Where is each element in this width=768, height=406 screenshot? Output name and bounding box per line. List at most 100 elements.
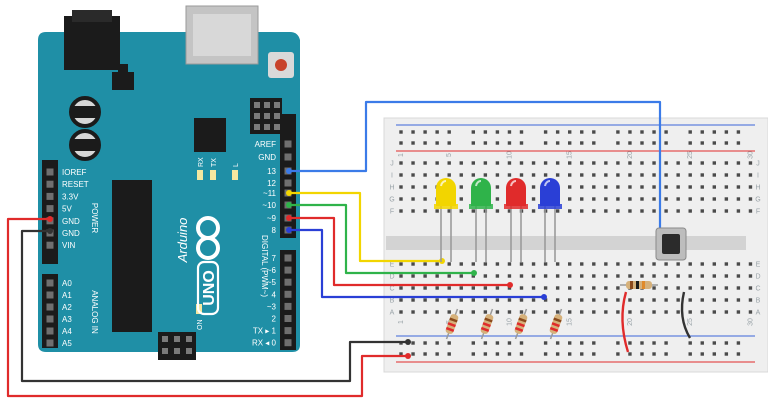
digital-pin-label: 4 xyxy=(272,290,277,299)
terminal-hole xyxy=(459,173,463,177)
rail-hole xyxy=(616,141,620,145)
terminal-hole xyxy=(447,274,451,278)
power-pin[interactable] xyxy=(46,241,54,249)
row-letter: D xyxy=(389,274,394,281)
terminal-hole xyxy=(459,185,463,189)
blue-wire-endpoint xyxy=(541,294,547,300)
digital-pin[interactable] xyxy=(284,290,292,298)
led-lens xyxy=(471,178,491,206)
row-letter: F xyxy=(390,209,394,216)
rail-hole xyxy=(568,341,572,345)
row-letter: C xyxy=(755,286,760,293)
terminal-hole xyxy=(568,298,572,302)
digital-pin-label: TX ▸ 1 xyxy=(253,327,277,336)
terminal-hole xyxy=(543,173,548,177)
analog-pin[interactable] xyxy=(46,303,54,311)
terminal-hole xyxy=(628,262,632,266)
rail-hole xyxy=(700,341,704,345)
terminal-hole xyxy=(652,274,656,278)
terminal-hole xyxy=(688,298,692,302)
terminal-hole xyxy=(519,262,524,266)
terminal-hole xyxy=(411,161,415,165)
power-pin[interactable] xyxy=(46,205,54,213)
terminal-hole xyxy=(580,310,584,314)
terminal-hole xyxy=(664,185,668,189)
terminal-hole xyxy=(447,209,451,213)
terminal-hole xyxy=(640,197,644,201)
pin13-endpoint xyxy=(286,168,292,174)
terminal-hole xyxy=(736,310,741,314)
analog-pin-label: A1 xyxy=(62,291,72,300)
dc-power-jack xyxy=(64,16,120,70)
digital-pin[interactable] xyxy=(284,278,292,286)
digital-pin[interactable] xyxy=(284,266,292,274)
pushbutton[interactable] xyxy=(655,227,687,261)
digital-pin[interactable] xyxy=(284,153,292,161)
terminal-hole xyxy=(580,286,584,290)
digital-pin[interactable] xyxy=(284,254,292,262)
terminal-hole xyxy=(712,310,716,314)
power-pin[interactable] xyxy=(46,180,54,188)
terminal-hole xyxy=(664,161,668,165)
analog-pin[interactable] xyxy=(46,315,54,323)
digital-pin[interactable] xyxy=(284,179,292,187)
column-number: 30 xyxy=(747,151,754,159)
analog-pin[interactable] xyxy=(46,339,54,347)
capacitor-2-band xyxy=(71,139,99,151)
rail-hole xyxy=(664,130,668,134)
terminal-hole xyxy=(423,161,427,165)
rail-hole xyxy=(435,341,439,345)
rail-hole xyxy=(664,341,668,345)
power-pin[interactable] xyxy=(46,168,54,176)
rail-hole xyxy=(543,352,548,356)
terminal-hole xyxy=(724,262,729,266)
power-pin[interactable] xyxy=(46,192,54,200)
terminal-hole xyxy=(736,185,741,189)
terminal-hole xyxy=(628,310,632,314)
digital-pin-label: ~6 xyxy=(267,266,277,275)
analog-pin[interactable] xyxy=(46,327,54,335)
digital-pin[interactable] xyxy=(284,315,292,322)
analog-pin[interactable] xyxy=(46,279,54,287)
rail-hole xyxy=(435,130,439,134)
terminal-hole xyxy=(748,298,753,302)
terminal-hole xyxy=(483,262,488,266)
terminal-hole xyxy=(724,185,729,189)
terminal-hole xyxy=(604,298,608,302)
terminal-hole xyxy=(568,161,572,165)
button-5v-jumper xyxy=(621,291,630,353)
rail-hole xyxy=(616,352,620,356)
row-letter: I xyxy=(391,173,393,180)
digital-pin[interactable] xyxy=(284,339,292,347)
terminal-hole xyxy=(423,274,427,278)
digital-pin[interactable] xyxy=(284,302,292,310)
rail-hole xyxy=(628,130,632,134)
terminal-hole xyxy=(604,209,608,213)
terminal-hole xyxy=(399,161,403,165)
led-highlight xyxy=(475,180,482,187)
terminal-hole xyxy=(664,209,668,213)
rail-hole xyxy=(700,141,704,145)
led-highlight xyxy=(510,180,517,187)
rail-hole xyxy=(471,341,475,345)
terminal-hole xyxy=(399,209,403,213)
pushbutton-cap[interactable] xyxy=(662,234,680,254)
digital-pin[interactable] xyxy=(284,327,292,335)
rail-hole xyxy=(411,141,415,145)
digital-pin[interactable] xyxy=(284,140,292,148)
terminal-hole xyxy=(676,274,680,278)
terminal-hole xyxy=(507,262,512,266)
terminal-hole xyxy=(640,262,644,266)
terminal-hole xyxy=(447,173,451,177)
terminal-hole xyxy=(471,209,475,213)
analog-pin[interactable] xyxy=(46,291,54,299)
reset-button-cap[interactable] xyxy=(275,59,287,71)
terminal-hole xyxy=(519,298,524,302)
terminal-hole xyxy=(483,286,488,290)
terminal-hole xyxy=(592,185,596,189)
terminal-hole xyxy=(483,161,488,165)
terminal-hole xyxy=(435,262,439,266)
terminal-hole xyxy=(447,310,451,314)
terminal-hole xyxy=(543,262,548,266)
